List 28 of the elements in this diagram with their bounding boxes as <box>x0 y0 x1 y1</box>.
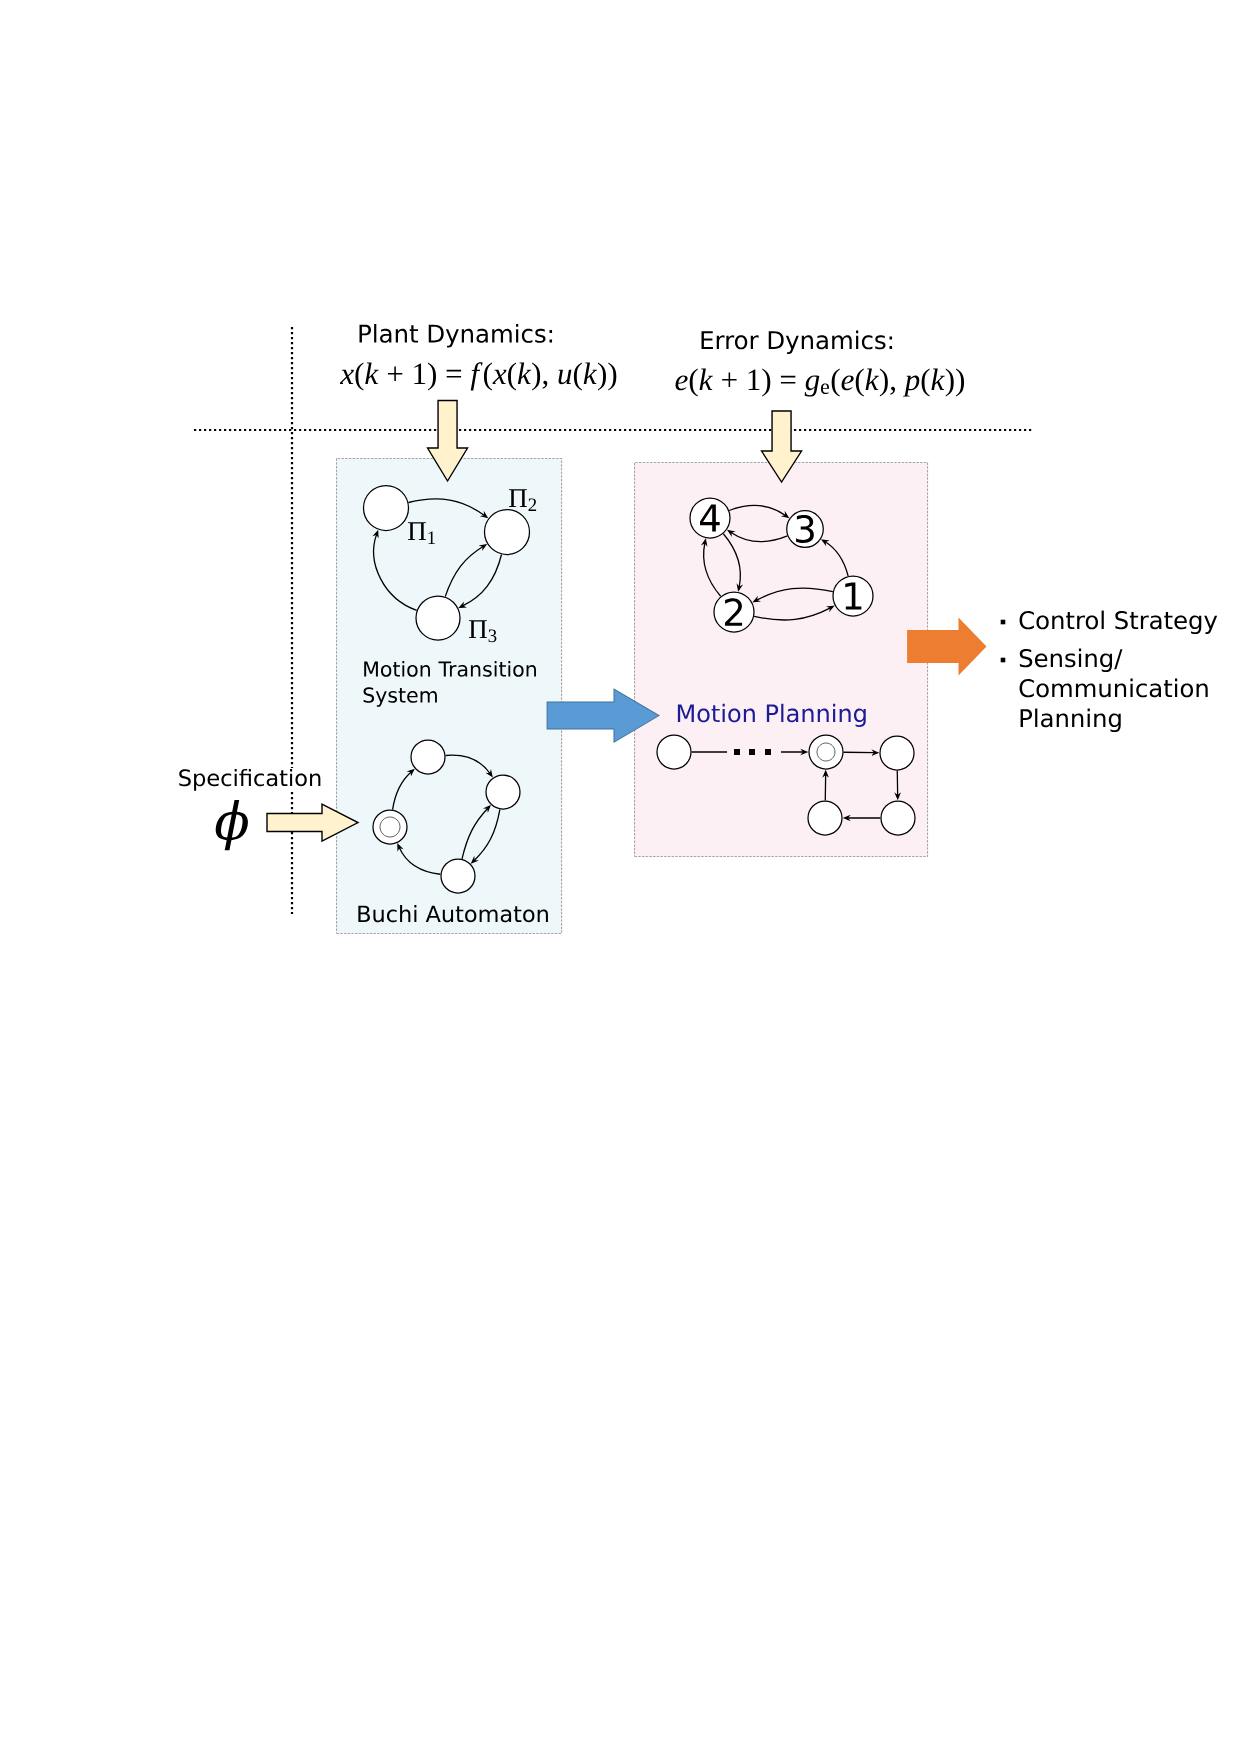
state-circle <box>880 800 916 836</box>
list-item: Control Strategy <box>1019 610 1218 635</box>
math-label: Π$_{1}$ <box>408 522 435 544</box>
block-arrow <box>426 399 469 483</box>
math-label: Π$_{2}$ <box>509 489 537 511</box>
panel-label: Motion Planning <box>677 703 866 727</box>
list-item: Sensing/ Communication Planning <box>1019 648 1208 733</box>
state-circle <box>879 735 915 771</box>
state-circle <box>807 800 843 836</box>
block-arrow <box>760 410 803 484</box>
math-label: Π$_{3}$ <box>469 620 497 643</box>
state-circle <box>440 858 476 894</box>
state-circle <box>485 774 521 810</box>
double-circle <box>372 809 408 845</box>
heading: Error Dynamics: <box>701 330 893 355</box>
block-arrow <box>266 802 360 843</box>
state-circle <box>410 739 446 775</box>
double-circle <box>808 734 844 770</box>
panel-label: Motion Transition System <box>363 660 536 707</box>
block-arrow <box>907 617 987 676</box>
math-symbol: ϕ <box>215 800 248 851</box>
block-arrow <box>546 688 660 743</box>
state-circle <box>656 734 692 770</box>
text-label: Specification <box>176 767 324 792</box>
panel-label: Buchi Automaton <box>358 905 548 923</box>
formula: e(k + 1) = g$_{e}$(e(k), p(k)) <box>675 368 965 397</box>
heading: Plant Dynamics: <box>359 324 553 348</box>
formula: x(k + 1) = f(x(k), u(k)) <box>339 362 617 391</box>
